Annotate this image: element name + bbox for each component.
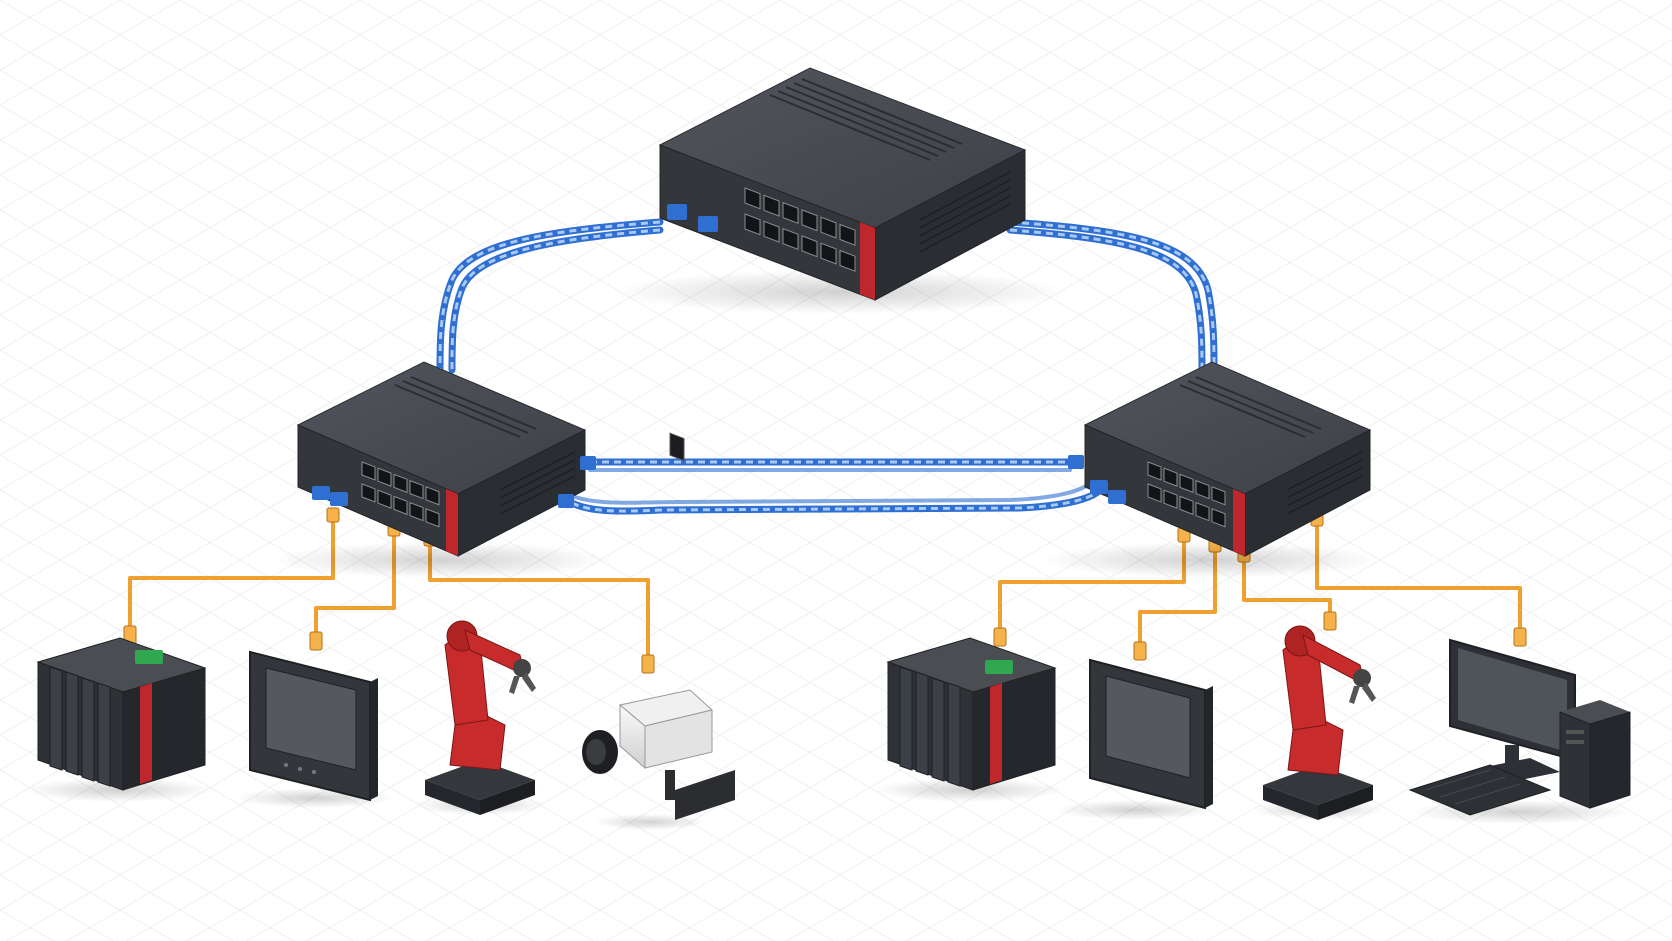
core-switch-sfp-ports [669,432,685,462]
left-switch [270,361,610,578]
rj45-port [801,209,818,232]
ethernet-right-hmi [1138,548,1217,657]
pc-keyboard [1408,764,1552,816]
rj45-port [425,486,440,506]
core-switch [610,67,1070,462]
plc-right-terminal-block [985,660,1013,674]
right-switch-fiber-modules [1068,455,1126,504]
rj45-port [782,227,799,251]
robot-arm-left [415,620,545,815]
rj45-port [782,201,799,225]
rj45-port [839,223,856,246]
fiber-link-core-left [436,218,664,374]
rj45-port [820,216,837,239]
fiber-link-left-right-upper [586,458,1074,472]
right-switch [1040,361,1380,578]
rj45-port [361,483,376,503]
desktop-pc-right [1408,638,1631,824]
rj45-port [763,194,780,217]
rj45-port [744,213,761,236]
rj45-port [1147,461,1162,481]
rj45-port [425,508,440,528]
ip-camera-left [582,689,735,830]
rj45-port [1163,467,1178,487]
rj45-port [839,249,856,272]
plc-left [23,637,213,802]
rj45-port [409,501,424,522]
hmi-right-screen [1105,675,1191,779]
pc-monitor-screen [1458,648,1567,752]
rj45-port [1195,479,1210,500]
rj45-port [361,461,376,481]
hmi-left-screen [265,667,357,771]
plc-left-terminal-block [135,650,163,664]
rj45-port [393,473,408,494]
hmi-right [1055,658,1215,820]
right-switch-rj45-ports [1147,461,1226,528]
rj45-port [1211,508,1226,528]
rj45-port [409,479,424,500]
left-switch-rj45-ports [361,461,440,528]
left-switch-fiber-modules [312,456,596,508]
rj45-port [1163,489,1178,509]
fiber-link-left-right-lower [568,478,1104,515]
rj45-port [393,495,408,516]
rj45-port [1211,486,1226,506]
core-switch-accent [860,222,875,300]
rj45-port [377,489,392,509]
rj45-port [1179,495,1194,516]
rj45-port [377,467,392,487]
core-switch-rj45-ports [744,187,856,272]
hmi-left [235,650,395,808]
core-switch-fiber-modules [667,204,718,232]
rj45-port [820,242,837,265]
rj45-port [1147,483,1162,503]
rj45-port [801,235,818,258]
plc-right [873,637,1063,802]
rj45-port [744,187,761,210]
robot-arm-right [1253,625,1383,820]
fiber-link-core-right [1006,218,1218,376]
rj45-port [763,220,780,243]
right-switch-accent [1233,489,1245,556]
left-switch-accent [446,489,458,556]
rj45-port [1179,473,1194,494]
rj45-port [1195,501,1210,522]
